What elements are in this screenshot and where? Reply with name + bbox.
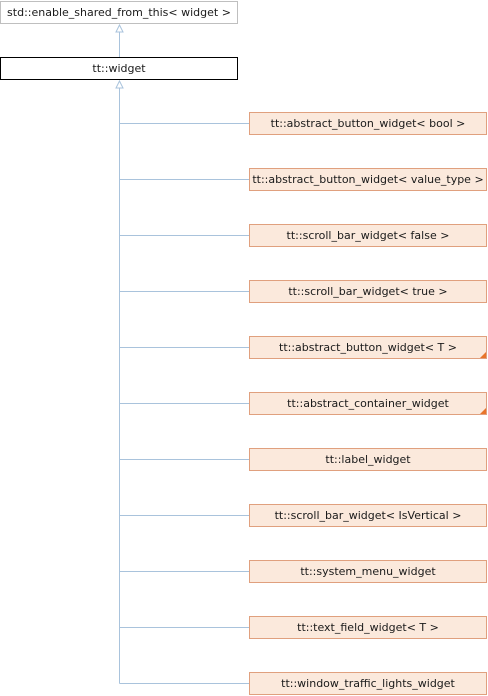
truncated-subclasses-marker-icon <box>480 408 486 414</box>
node-current-class-label: tt::widget <box>92 62 146 75</box>
node-derived-class-label: tt::abstract_container_widget <box>287 397 449 410</box>
node-derived-class-label: tt::system_menu_widget <box>300 565 436 578</box>
node-derived-class-label: tt::label_widget <box>325 453 411 466</box>
node-derived-class[interactable]: tt::abstract_button_widget< value_type > <box>249 168 487 191</box>
node-derived-class[interactable]: tt::abstract_button_widget< bool > <box>249 112 487 135</box>
node-derived-class-label: tt::scroll_bar_widget< true > <box>288 285 448 298</box>
node-derived-class[interactable]: tt::window_traffic_lights_widget <box>249 672 487 695</box>
node-derived-class-label: tt::window_traffic_lights_widget <box>281 677 455 690</box>
arrowhead-current <box>115 79 124 89</box>
node-base-class-label: std::enable_shared_from_this< widget > <box>7 6 231 19</box>
node-derived-class[interactable]: tt::abstract_container_widget <box>249 392 487 415</box>
node-base-class[interactable]: std::enable_shared_from_this< widget > <box>0 1 238 24</box>
node-derived-class-label: tt::abstract_button_widget< bool > <box>270 117 466 130</box>
node-derived-class[interactable]: tt::abstract_button_widget< T > <box>249 336 487 359</box>
node-derived-class[interactable]: tt::scroll_bar_widget< IsVertical > <box>249 504 487 527</box>
node-current-class: tt::widget <box>0 57 238 80</box>
node-derived-class-label: tt::scroll_bar_widget< false > <box>286 229 450 242</box>
node-derived-class-label: tt::scroll_bar_widget< IsVertical > <box>274 509 462 522</box>
node-derived-class[interactable]: tt::label_widget <box>249 448 487 471</box>
node-derived-class-label: tt::abstract_button_widget< value_type > <box>252 173 484 186</box>
node-derived-class-label: tt::abstract_button_widget< T > <box>279 341 457 354</box>
node-derived-class[interactable]: tt::text_field_widget< T > <box>249 616 487 639</box>
node-derived-class[interactable]: tt::scroll_bar_widget< false > <box>249 224 487 247</box>
node-derived-class[interactable]: tt::system_menu_widget <box>249 560 487 583</box>
node-derived-class[interactable]: tt::scroll_bar_widget< true > <box>249 280 487 303</box>
node-derived-class-label: tt::text_field_widget< T > <box>297 621 439 634</box>
arrowhead-base <box>115 23 124 33</box>
truncated-subclasses-marker-icon <box>480 352 486 358</box>
